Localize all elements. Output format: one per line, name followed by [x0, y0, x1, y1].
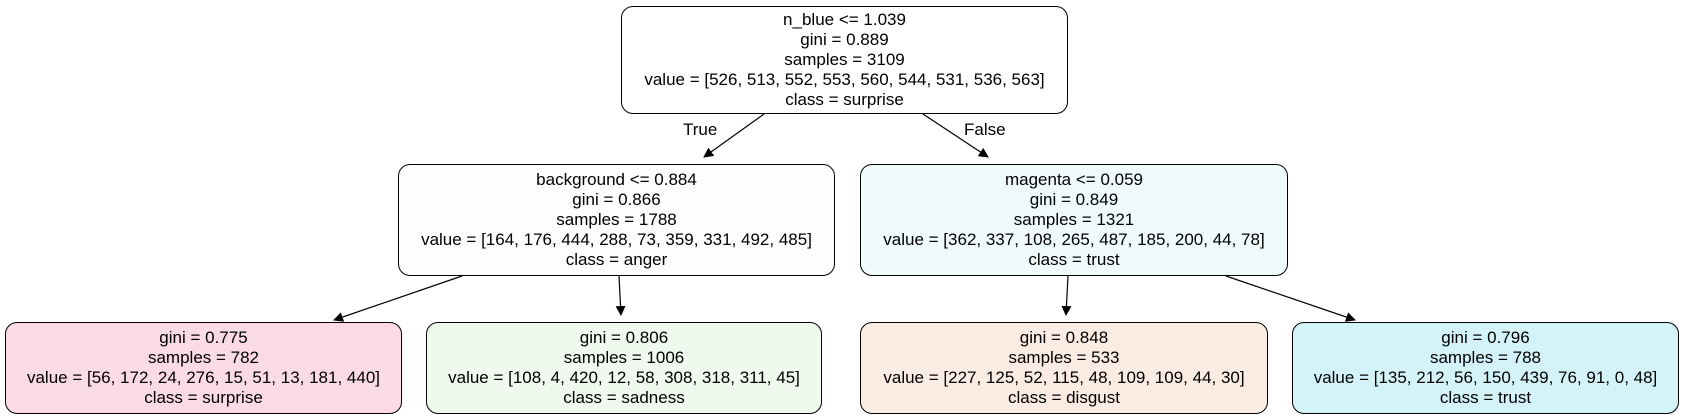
node-samples: samples = 1006 — [563, 348, 685, 367]
node-value: value = [108, 4, 420, 12, 58, 308, 318, … — [448, 368, 800, 387]
node-class: class = trust — [1028, 250, 1120, 269]
tree-leaf-right-left: gini = 0.848 samples = 533 value = [227,… — [860, 322, 1268, 414]
edge-root-left — [703, 113, 765, 158]
edge-root-right — [922, 113, 989, 158]
node-samples: samples = 3109 — [784, 50, 905, 69]
node-class: class = surprise — [144, 388, 263, 407]
node-condition: n_blue <= 1.039 — [783, 10, 906, 29]
node-samples: samples = 788 — [1429, 348, 1542, 367]
node-value: value = [135, 212, 56, 150, 439, 76, 91,… — [1313, 368, 1658, 387]
tree-node-left: background <= 0.884 gini = 0.866 samples… — [398, 164, 835, 276]
edge-right-rightleft — [1061, 275, 1072, 316]
node-condition: background <= 0.884 — [536, 170, 697, 189]
node-class: class = disgust — [1008, 388, 1120, 407]
edge-left-leftleft — [333, 275, 463, 322]
node-value: value = [526, 513, 552, 553, 560, 544, 5… — [644, 70, 1045, 89]
tree-node-root: n_blue <= 1.039 gini = 0.889 samples = 3… — [621, 6, 1068, 114]
node-class: class = sadness — [563, 388, 685, 407]
node-samples: samples = 533 — [1008, 348, 1120, 367]
node-value: value = [227, 125, 52, 115, 48, 109, 109… — [883, 368, 1245, 387]
node-class: class = trust — [1439, 388, 1532, 407]
node-class: class = anger — [565, 250, 668, 269]
edge-label-true: True — [683, 120, 718, 139]
edge-left-leftright — [615, 275, 626, 316]
node-gini: gini = 0.806 — [579, 328, 669, 347]
node-gini: gini = 0.796 — [1441, 328, 1530, 347]
tree-leaf-right-right: gini = 0.796 samples = 788 value = [135,… — [1292, 322, 1679, 414]
node-gini: gini = 0.849 — [1029, 190, 1119, 209]
node-samples: samples = 1788 — [556, 210, 677, 229]
node-class: class = surprise — [785, 90, 904, 109]
node-gini: gini = 0.866 — [572, 190, 661, 209]
edge-right-rightright — [1225, 275, 1356, 322]
node-samples: samples = 1321 — [1013, 210, 1135, 229]
node-value: value = [56, 172, 24, 276, 15, 51, 13, 1… — [26, 368, 381, 387]
node-value: value = [164, 176, 444, 288, 73, 359, 33… — [421, 230, 812, 249]
node-samples: samples = 782 — [147, 348, 260, 367]
node-gini: gini = 0.889 — [800, 30, 889, 49]
edge-label-false: False — [964, 120, 1006, 139]
node-gini: gini = 0.848 — [1019, 328, 1109, 347]
tree-leaf-left-right: gini = 0.806 samples = 1006 value = [108… — [426, 322, 822, 414]
tree-node-right: magenta <= 0.059 gini = 0.849 samples = … — [860, 164, 1288, 276]
node-condition: magenta <= 0.059 — [1004, 170, 1143, 189]
node-gini: gini = 0.775 — [159, 328, 248, 347]
tree-leaf-left-left: gini = 0.775 samples = 782 value = [56, … — [5, 322, 402, 414]
node-value: value = [362, 337, 108, 265, 487, 185, 2… — [883, 230, 1265, 249]
